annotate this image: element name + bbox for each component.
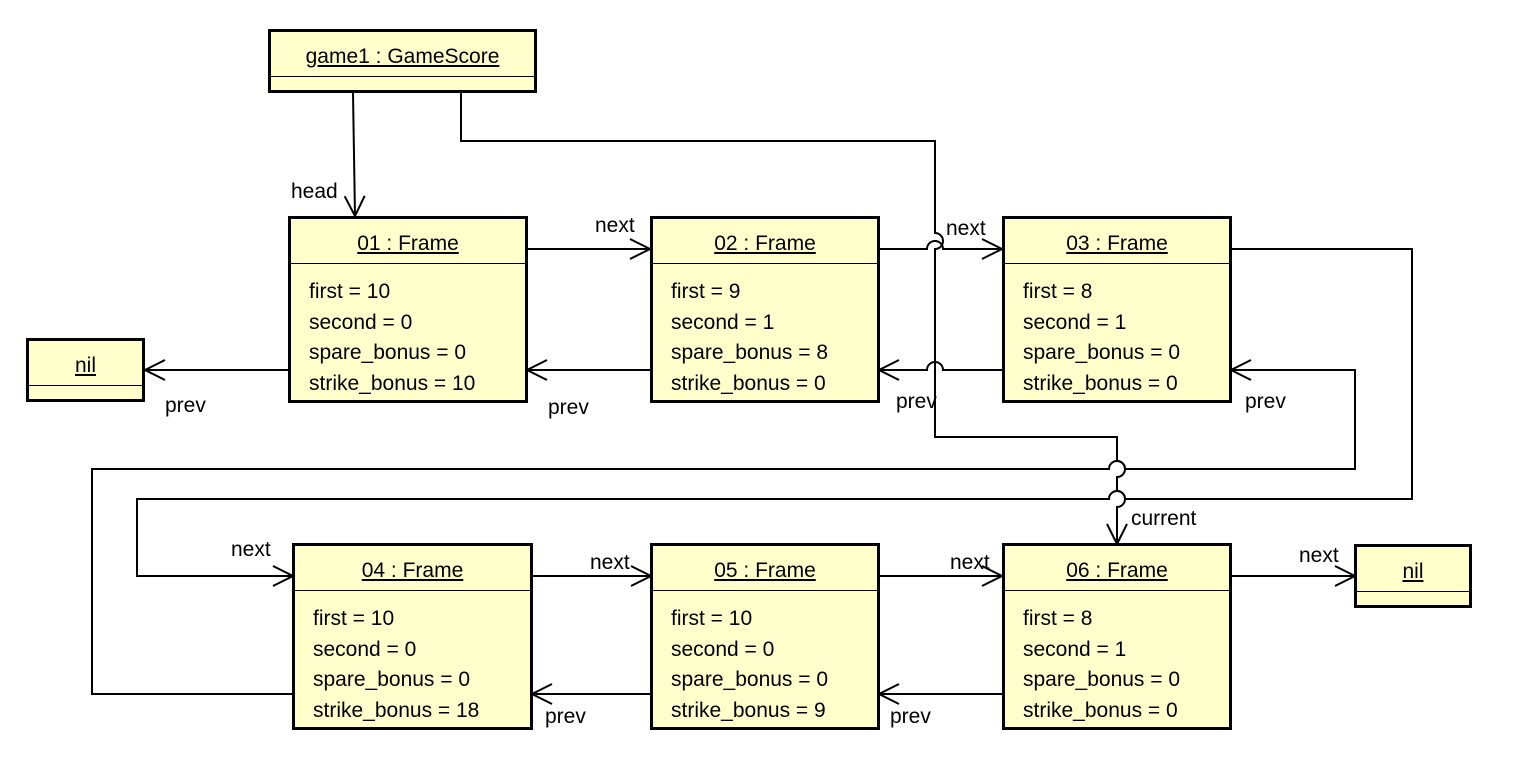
object-frame-04[interactable]: 04 : Frame first = 10 second = 0 spare_b… [292, 543, 533, 730]
object-name: nil [1357, 547, 1469, 592]
prev-04-03-link [91, 370, 1356, 695]
label-prev-04-03: prev [1245, 390, 1286, 413]
object-nil-left[interactable]: nil [26, 338, 145, 402]
attribute-first: first = 10 [313, 607, 395, 630]
object-game1[interactable]: game1 : GameScore [268, 29, 537, 93]
label-prev-02-01: prev [548, 396, 589, 419]
attribute-list: first = 8 second = 1 spare_bonus = 0 str… [1023, 277, 1180, 399]
attribute-spare-bonus: spare_bonus = 0 [1023, 341, 1181, 364]
label-prev-06-05: prev [890, 705, 931, 728]
attribute-list: first = 10 second = 0 spare_bonus = 0 st… [313, 604, 479, 726]
object-frame-01[interactable]: 01 : Frame first = 10 second = 0 spare_b… [288, 216, 528, 403]
attribute-list: first = 9 second = 1 spare_bonus = 8 str… [671, 277, 828, 399]
label-current: current [1131, 507, 1197, 530]
object-name: game1 : GameScore [271, 32, 534, 77]
object-name: 05 : Frame [653, 546, 877, 591]
label-next-02-03: next [946, 217, 986, 240]
label-prev-01-nil: prev [165, 394, 206, 417]
attribute-strike-bonus: strike_bonus = 0 [671, 371, 826, 395]
attribute-first: first = 8 [1023, 607, 1093, 630]
object-name: 01 : Frame [291, 219, 525, 264]
attribute-second: second = 0 [671, 637, 775, 661]
attribute-first: first = 10 [309, 280, 391, 303]
attribute-strike-bonus: strike_bonus = 0 [1023, 698, 1178, 722]
attribute-spare-bonus: spare_bonus = 0 [313, 668, 471, 691]
attribute-list: first = 10 second = 0 spare_bonus = 0 st… [671, 604, 828, 726]
label-prev-05-04: prev [545, 705, 586, 728]
label-next-05-06: next [950, 551, 990, 574]
attribute-second: second = 0 [313, 637, 417, 661]
object-nil-right[interactable]: nil [1354, 544, 1472, 608]
attribute-second: second = 1 [671, 310, 775, 334]
label-prev-03-02: prev [896, 390, 937, 413]
attribute-second: second = 1 [1023, 310, 1127, 334]
attribute-strike-bonus: strike_bonus = 10 [309, 371, 476, 395]
object-frame-06[interactable]: 06 : Frame first = 8 second = 1 spare_bo… [1002, 543, 1232, 730]
label-next-04-05: next [590, 551, 630, 574]
attribute-second: second = 0 [309, 310, 413, 334]
attribute-strike-bonus: strike_bonus = 0 [1023, 371, 1178, 395]
attribute-second: second = 1 [1023, 637, 1127, 661]
object-name: 02 : Frame [653, 219, 877, 264]
label-head: head [291, 180, 338, 203]
object-frame-05[interactable]: 05 : Frame first = 10 second = 0 spare_b… [650, 543, 880, 730]
attribute-strike-bonus: strike_bonus = 9 [671, 698, 826, 722]
attribute-spare-bonus: spare_bonus = 0 [671, 668, 829, 691]
attribute-spare-bonus: spare_bonus = 8 [671, 341, 829, 364]
object-frame-03[interactable]: 03 : Frame first = 8 second = 1 spare_bo… [1002, 216, 1232, 403]
attribute-list: first = 8 second = 1 spare_bonus = 0 str… [1023, 604, 1180, 726]
attribute-first: first = 10 [671, 607, 753, 630]
object-name: 04 : Frame [295, 546, 530, 591]
object-frame-02[interactable]: 02 : Frame first = 9 second = 1 spare_bo… [650, 216, 880, 403]
label-next-06-nil: next [1299, 544, 1339, 567]
attribute-first: first = 9 [671, 280, 741, 303]
attribute-spare-bonus: spare_bonus = 0 [1023, 668, 1181, 691]
object-name: 03 : Frame [1005, 219, 1229, 264]
next-03-04-link [136, 248, 1413, 576]
prev-03-02-link [879, 362, 1002, 370]
label-next-01-02: next [595, 214, 635, 237]
attribute-spare-bonus: spare_bonus = 0 [309, 341, 467, 364]
attribute-strike-bonus: strike_bonus = 18 [313, 698, 480, 722]
label-next-03-04: next [231, 538, 271, 561]
object-name: nil [29, 341, 142, 386]
object-name: 06 : Frame [1005, 546, 1229, 591]
attribute-list: first = 10 second = 0 spare_bonus = 0 st… [309, 277, 475, 399]
next-02-03-link [879, 241, 1002, 249]
head-link [353, 92, 355, 216]
attribute-first: first = 8 [1023, 280, 1093, 303]
